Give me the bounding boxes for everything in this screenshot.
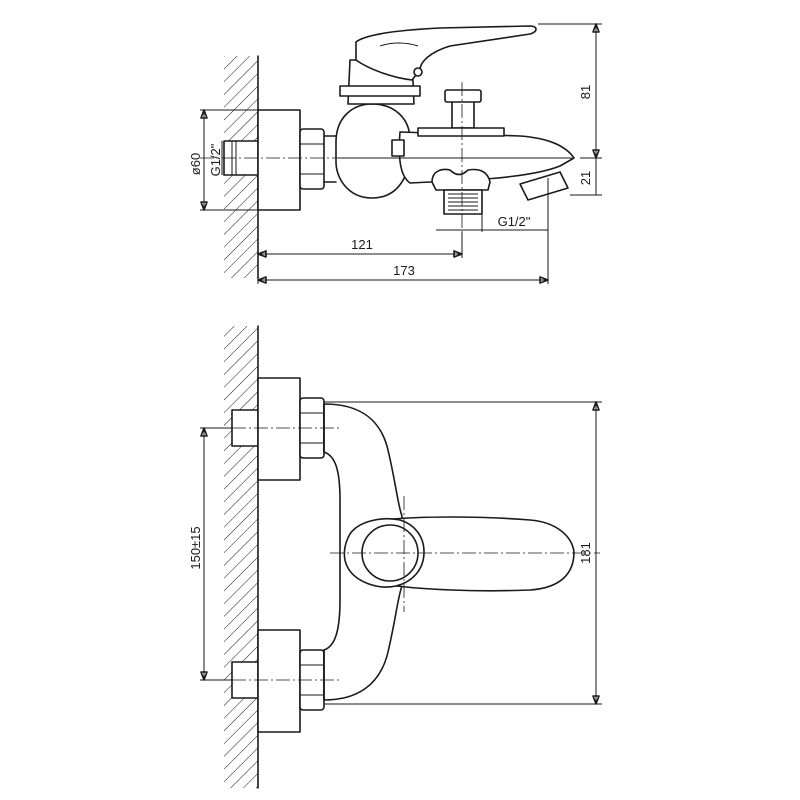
top-inlet-lower-escutcheon [257,629,301,733]
dim-side-width-121: 121 [351,237,373,252]
dim-top-spacing: 150±15 [188,526,203,569]
side-hex-nut [299,128,325,190]
dim-top-width-181: 181 [578,542,593,564]
side-escutcheon [257,109,301,211]
top-inlet-upper-escutcheon [257,377,301,481]
top-lever-handle [381,516,575,592]
dim-side-height-21: 21 [578,171,593,185]
side-view: 81 21 ø60 G1/2" 121 173 G1/2" [188,23,602,284]
side-aerator [519,171,569,201]
top-wall-hatch [224,326,258,788]
side-lever-handle [355,25,537,81]
dim-side-thread-outlet: G1/2" [498,214,531,229]
dim-side-thread-wall: G1/2" [208,143,223,176]
top-view: 150±15 181 [188,325,602,789]
dim-side-width-173: 173 [393,263,415,278]
dim-side-height-81: 81 [578,85,593,99]
dim-side-diameter: ø60 [188,153,203,175]
